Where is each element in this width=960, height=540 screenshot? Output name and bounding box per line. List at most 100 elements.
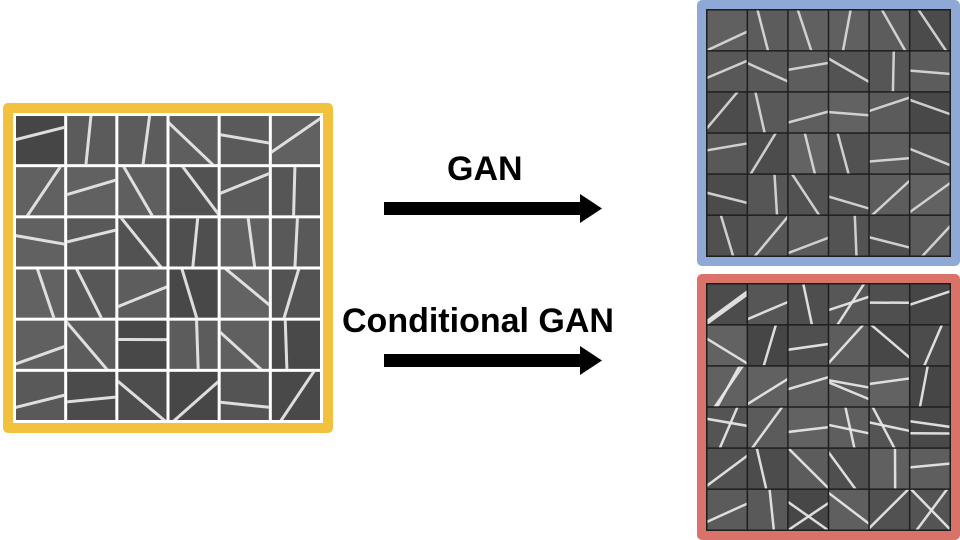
input-tile (118, 320, 167, 369)
input-tile (16, 167, 65, 216)
gan-tile (910, 10, 950, 51)
input-tile (271, 218, 320, 267)
gan-tile (869, 133, 909, 174)
gan-tile (788, 51, 828, 92)
gan-tile (910, 174, 950, 215)
gan-tile (748, 133, 788, 174)
cgan-tile (707, 325, 747, 366)
input-tile (220, 116, 269, 165)
input-tile (220, 320, 269, 369)
input-tiles (13, 113, 323, 423)
cgan-tile (707, 448, 747, 489)
gan-tile (707, 133, 747, 174)
input-tile (169, 320, 218, 369)
cgan-tile (788, 407, 828, 448)
gan-arrow-icon (384, 194, 602, 223)
input-tile (271, 167, 320, 216)
cgan-tile (869, 284, 909, 325)
cgan-tile (748, 325, 788, 366)
input-tile (16, 269, 65, 318)
cgan-tile (910, 448, 950, 489)
cgan-tile (910, 489, 950, 530)
gan-tile (829, 51, 869, 92)
cgan-tile (788, 325, 828, 366)
cgan-tile (829, 325, 869, 366)
gan-tile (748, 215, 788, 256)
gan-tile (910, 51, 950, 92)
gan-tile (910, 92, 950, 133)
cgan-tile (707, 489, 747, 530)
cgan-tile (910, 366, 950, 407)
cgan-tile (910, 284, 950, 325)
input-tile (16, 371, 65, 420)
cgan-tile (707, 284, 747, 325)
gan-tile (788, 174, 828, 215)
cgan-tile (910, 407, 950, 448)
gan-tile (829, 215, 869, 256)
cgan-tile (748, 407, 788, 448)
gan-tile (788, 133, 828, 174)
gan-tile (748, 174, 788, 215)
gan-tile (910, 133, 950, 174)
gan-tile (748, 10, 788, 51)
gan-tile (748, 51, 788, 92)
cgan-tile (707, 366, 747, 407)
gan-tile (788, 92, 828, 133)
gan-tile (788, 10, 828, 51)
cgan-tile (748, 448, 788, 489)
input-tile (118, 218, 167, 267)
input-tile (169, 167, 218, 216)
conditional-gan-label: Conditional GAN (342, 302, 614, 340)
input-tile (67, 218, 116, 267)
input-tile (16, 218, 65, 267)
gan-label: GAN (447, 150, 523, 188)
input-tile (67, 320, 116, 369)
cgan-tile (748, 284, 788, 325)
input-tile (118, 116, 167, 165)
cgan-tile (788, 284, 828, 325)
gan-output-grid (697, 0, 960, 266)
input-tile (169, 371, 218, 421)
gan-tile (869, 10, 909, 51)
cgan-tile (910, 325, 950, 366)
cgan-tile (869, 489, 909, 530)
input-tile (220, 167, 269, 216)
input-tile (169, 218, 218, 267)
input-tile (118, 167, 167, 216)
input-tile (16, 320, 65, 369)
input-tile (67, 269, 116, 318)
gan-tile (869, 174, 909, 215)
cgan-tile (788, 366, 828, 407)
cgan-tile (748, 366, 788, 407)
conditional-gan-output-grid (697, 274, 960, 540)
input-tile (271, 116, 321, 165)
cgan-tile (829, 489, 869, 530)
conditional-gan-output-tiles (706, 283, 951, 531)
input-tile (271, 320, 320, 369)
input-tile (16, 116, 65, 165)
input-tile (169, 116, 218, 165)
input-tile (271, 371, 320, 421)
gan-tile (707, 51, 747, 92)
gan-tile (829, 133, 869, 174)
cgan-tile (869, 407, 909, 448)
cgan-tile (869, 448, 909, 489)
input-tile (220, 269, 269, 318)
gan-tile (829, 174, 869, 215)
input-tile (220, 371, 269, 420)
gan-tile (869, 215, 909, 256)
input-tile (67, 167, 116, 216)
gan-tile (829, 92, 869, 133)
gan-tile (869, 51, 909, 92)
cgan-tile (788, 448, 828, 489)
input-tile (118, 269, 167, 318)
conditional-gan-arrow-icon (384, 346, 602, 375)
cgan-tile (829, 448, 869, 489)
gan-tile (869, 92, 909, 133)
gan-tile (707, 92, 747, 133)
input-tile (220, 218, 269, 267)
input-tile (118, 371, 167, 421)
gan-tile (910, 215, 950, 256)
gan-output-tiles (706, 9, 951, 257)
cgan-tile (869, 366, 909, 407)
